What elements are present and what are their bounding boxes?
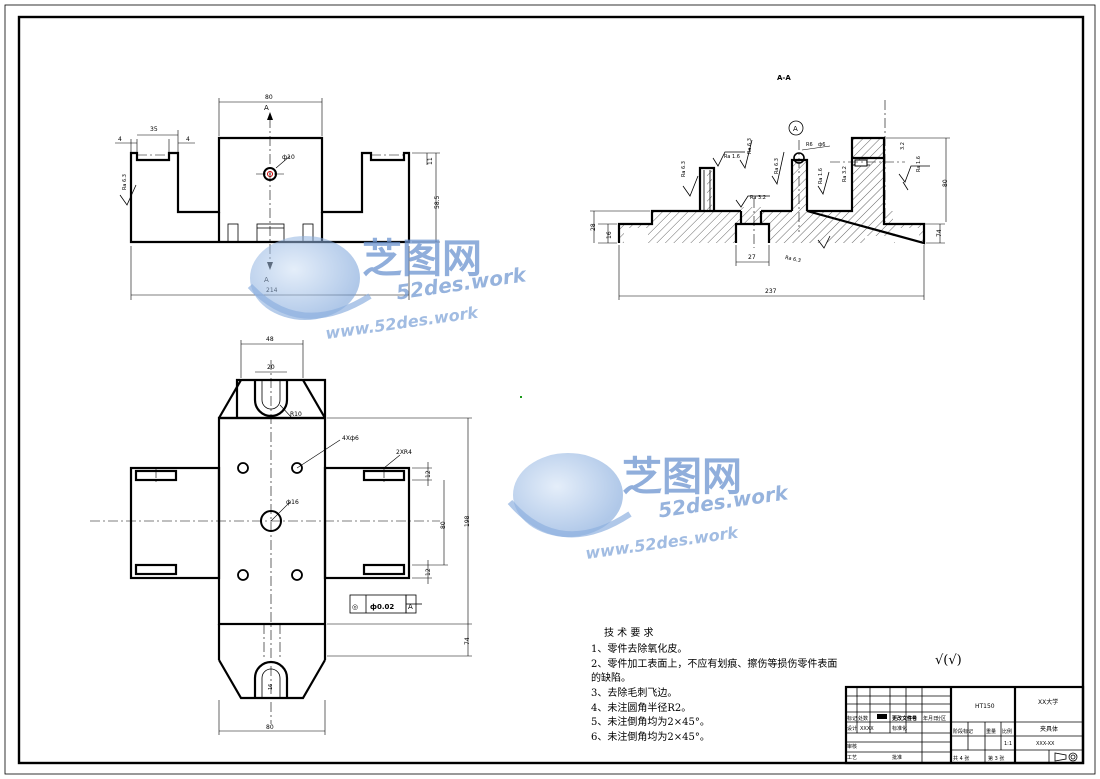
tech-line-3: 的缺陷。 [591, 671, 631, 684]
tb-part-name: 夹具体 [1040, 725, 1058, 733]
tolerance-datum: A [408, 603, 413, 611]
dim-top-198: 198 [464, 515, 471, 527]
dim-section-3-2: 3.2 [900, 142, 906, 150]
dim-top-12b: 12 [425, 568, 432, 576]
watermark-brand-2: 芝图网 [622, 454, 742, 500]
tb-standardize: 标准化 [892, 725, 907, 732]
tech-line-4: 3、去除毛刺飞边。 [591, 686, 677, 699]
tb-scale: 1:1 [1004, 741, 1012, 747]
general-roughness: √(√) [935, 653, 962, 668]
dim-front-35: 35 [150, 126, 158, 133]
globe-icon [247, 236, 372, 320]
dim-section-16: 16 [606, 231, 613, 239]
tb-sheets-total: 共 4 张 [953, 755, 969, 762]
tb-date: 年月日 [923, 715, 938, 722]
dim-front-80: 80 [265, 94, 273, 101]
roughness-section-6: Ra 1.6 [818, 168, 824, 184]
roughness-section-9: Ra 3.2 [842, 166, 848, 182]
tb-signature: 签名 [907, 715, 917, 722]
roughness-section-2: Ra 1.6 [724, 154, 740, 160]
dim-front-phi10: ф10 [282, 154, 295, 161]
tb-designer: XXXX [860, 726, 874, 732]
roughness-section-4: Ra 3.2 [750, 195, 766, 201]
dim-section-28: 28 [590, 223, 597, 231]
dim-section-74: 74 [936, 229, 943, 237]
dim-section-80: 80 [942, 179, 949, 187]
tech-line-7: 6、未注倒角均为2×45°。 [591, 730, 710, 743]
dim-section-phi6: ф6 [818, 142, 825, 148]
section-view: A-A A 237 27 16 [590, 74, 950, 300]
dim-front-4a: 4 [118, 136, 122, 143]
tb-redacted [877, 714, 887, 719]
dim-top-4x6: 4Xф6 [342, 435, 359, 442]
inner-frame [17, 15, 1085, 765]
tb-review: 审核 [847, 743, 857, 750]
section-marker-top: A [264, 104, 269, 112]
tb-sheet-no: 第 3 张 [988, 755, 1004, 762]
title-block: 标记 处数 更改文件号 签名 年月日 分区 设计 XXXX 标准化 审核 工艺 … [844, 685, 1085, 765]
dim-top-phi16: ф16 [286, 499, 299, 506]
watermark-brand-1: 芝图网 [362, 236, 482, 282]
watermark-1: 芝图网 52des.work www.52des.work [247, 236, 529, 343]
tb-designer-label: 设计 [847, 725, 857, 732]
tolerance-symbol: ◎ [352, 603, 358, 611]
tb-stage: 阶段标记 [953, 728, 973, 735]
tb-zone: 分区 [936, 715, 946, 722]
tb-process: 工艺 [847, 755, 857, 761]
section-title: A-A [777, 74, 791, 82]
watermark-2: 芝图网 52des.work www.52des.work [507, 453, 791, 563]
tech-line-2: 2、零件加工表面上，不应有划痕、擦伤等损伤零件表面 [591, 657, 837, 670]
tb-school: XX大学 [1038, 698, 1058, 706]
tb-count: 处数 [858, 715, 868, 722]
front-view: A A 80 35 4 4 ф10 11 58.5 214 Ra 6.3 [115, 94, 441, 300]
tech-title: 技 术 要 求 [604, 626, 654, 639]
dim-section-r6: R6 [806, 142, 813, 148]
dim-top-80b: 80 [266, 724, 274, 731]
roughness-section-3: Ra 6.3 [747, 138, 753, 154]
roughness-section-7: Ra 1.6 [916, 156, 922, 172]
tech-line-6: 5、未注倒角均为2×45°。 [591, 715, 710, 728]
dim-section-237: 237 [765, 288, 777, 295]
section-marker-a: A [793, 125, 798, 133]
tech-line-1: 1、零件去除氧化皮。 [591, 642, 687, 655]
tolerance-value: ф0.02 [370, 603, 394, 611]
projection-symbol-icon [1054, 752, 1078, 762]
tech-requirements: 技 术 要 求 1、零件去除氧化皮。 2、零件加工表面上，不应有划痕、擦伤等损伤… [591, 626, 837, 743]
tb-drawing-no: XXX-XX [1036, 741, 1055, 747]
dim-top-12a: 12 [425, 470, 432, 478]
stray-dot [520, 396, 522, 398]
dim-front-4b: 4 [186, 136, 190, 143]
roughness-front-1: Ra 6.3 [122, 174, 128, 190]
roughness-section-8: Ra 6.3 [784, 255, 801, 264]
dim-section-27: 27 [748, 254, 756, 261]
tb-approve: 批准 [892, 754, 902, 761]
dim-top-74: 74 [464, 637, 471, 645]
globe-icon [507, 453, 632, 538]
outer-border [4, 4, 1096, 775]
dim-top-16: 16 [268, 684, 274, 690]
dim-top-48: 48 [266, 336, 274, 343]
tb-material: HT150 [975, 703, 995, 710]
dim-top-2xr4: 2XR4 [396, 449, 412, 456]
tech-line-5: 4、未注圆角半径R2。 [591, 701, 691, 714]
dim-top-80: 80 [440, 521, 447, 529]
top-view: 48 20 R10 4Xф6 2XR4 ф16 12 80 12 198 74 … [90, 336, 472, 735]
dim-top-20: 20 [267, 364, 275, 371]
tb-scale-label: 比例 [1002, 728, 1012, 735]
tb-weight: 重量 [986, 728, 996, 735]
dim-top-r10: R10 [290, 411, 302, 418]
tb-mark: 标记 [847, 715, 857, 722]
roughness-section-1: Ra 6.3 [681, 161, 687, 177]
dim-front-58-5: 58.5 [434, 195, 441, 209]
roughness-section-5: Ra 6.3 [774, 158, 780, 174]
dim-front-11: 11 [427, 157, 434, 165]
tb-change-doc: 更改文件号 [892, 715, 917, 722]
